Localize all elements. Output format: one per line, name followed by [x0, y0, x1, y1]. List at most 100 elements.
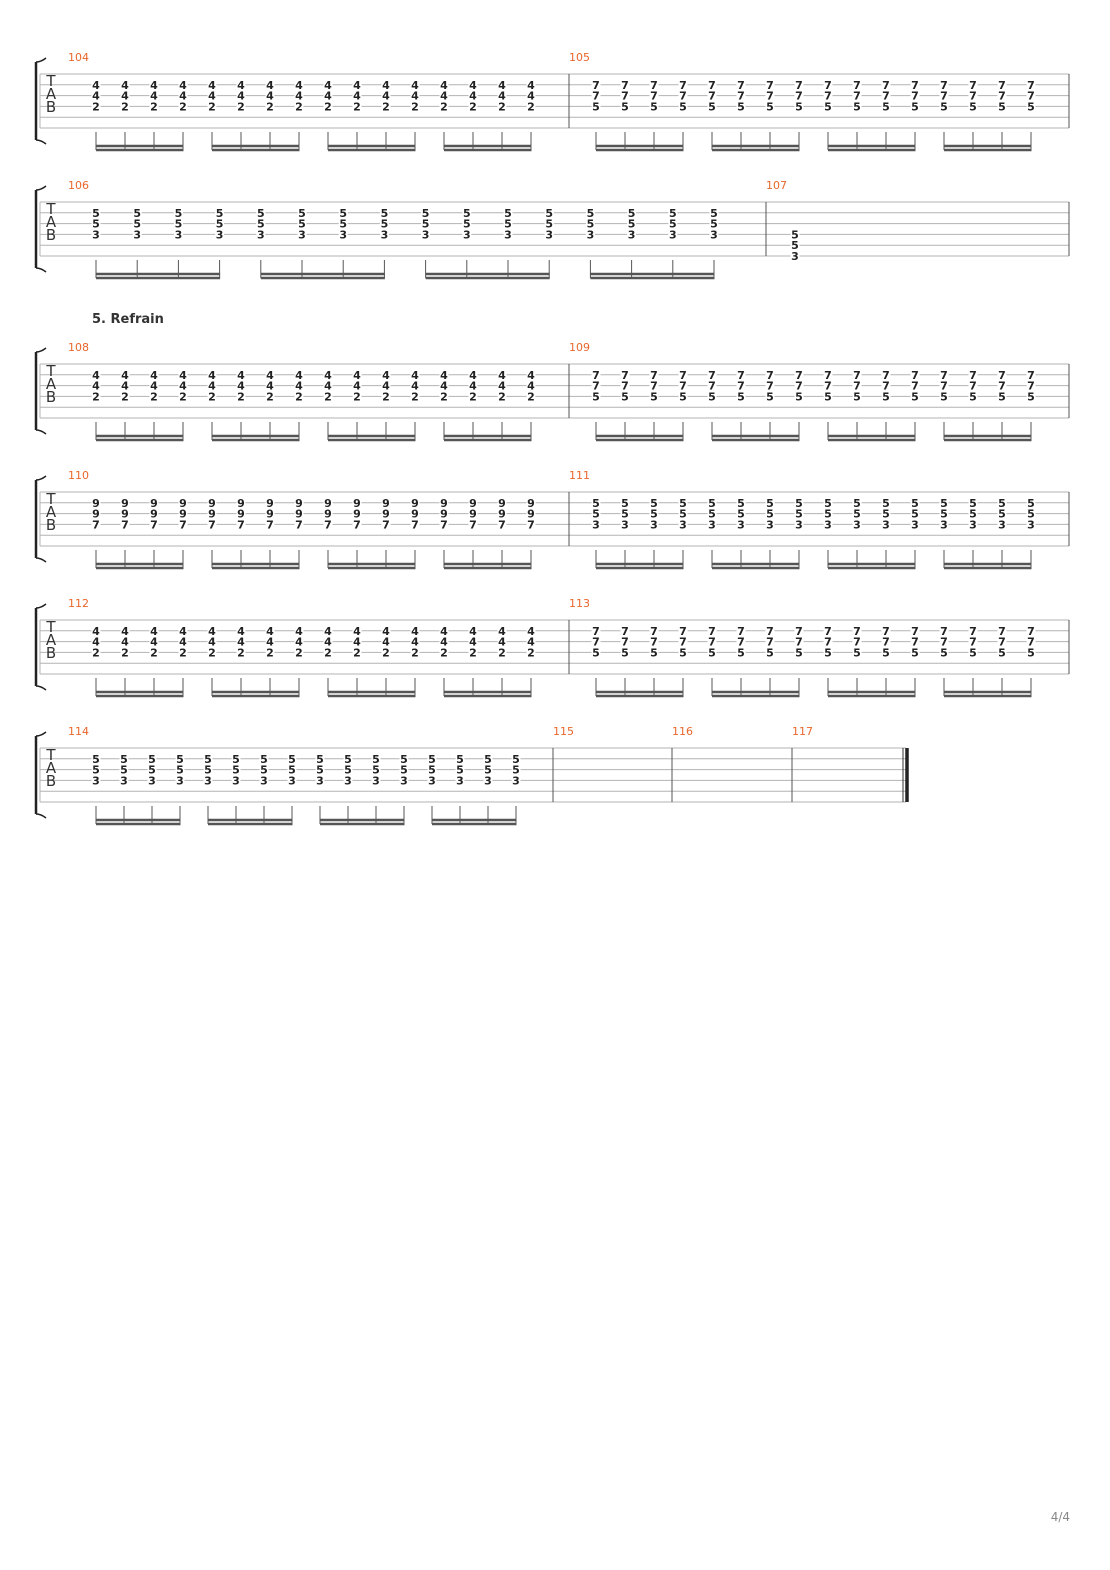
fret-backdrop [410, 625, 420, 637]
fret-backdrop [823, 380, 833, 392]
fret-backdrop [497, 90, 507, 102]
fret-number: 5 [545, 207, 553, 220]
fret-number: 7 [795, 90, 803, 103]
tab-clef-letter: B [46, 772, 56, 790]
fret-number: 7 [998, 625, 1006, 638]
fret-backdrop [790, 239, 800, 251]
fret-number: 7 [766, 636, 774, 649]
fret-backdrop [794, 636, 804, 648]
fret-backdrop [649, 90, 659, 102]
fret-backdrop [968, 646, 978, 658]
fret-backdrop [468, 636, 478, 648]
fret-number: 4 [382, 90, 390, 103]
fret-number: 2 [527, 100, 535, 113]
fret-number: 5 [456, 764, 464, 777]
fret-number: 3 [710, 228, 718, 241]
fret-backdrop [707, 380, 717, 392]
fret-number: 9 [121, 497, 129, 510]
fret-number: 7 [882, 625, 890, 638]
fret-number: 5 [940, 390, 948, 403]
fret-number: 2 [324, 100, 332, 113]
fret-number: 7 [382, 518, 390, 531]
fret-backdrop [823, 518, 833, 530]
fret-number: 4 [324, 369, 332, 382]
fret-backdrop [503, 218, 513, 230]
fret-number: 5 [969, 497, 977, 510]
fret-number: 5 [587, 207, 595, 220]
fret-backdrop [256, 218, 266, 230]
fret-number: 9 [92, 508, 100, 521]
fret-number: 5 [216, 218, 224, 231]
fret-backdrop [939, 518, 949, 530]
fret-number: 9 [237, 508, 245, 521]
fret-backdrop [678, 518, 688, 530]
fret-backdrop [294, 625, 304, 637]
fret-backdrop [511, 753, 521, 765]
fret-number: 5 [766, 646, 774, 659]
fret-number: 4 [237, 79, 245, 92]
fret-backdrop [352, 79, 362, 91]
fret-number: 4 [498, 90, 506, 103]
fret-backdrop [852, 636, 862, 648]
tab-system: TAB1065535535535535535535535535535535535… [34, 179, 1070, 280]
bar-number: 106 [68, 179, 89, 192]
fret-number: 3 [148, 774, 156, 787]
fret-backdrop [997, 369, 1007, 381]
fret-number: 7 [824, 380, 832, 393]
fret-number: 5 [708, 390, 716, 403]
fret-number: 5 [592, 646, 600, 659]
fret-number: 7 [650, 79, 658, 92]
fret-number: 4 [179, 90, 187, 103]
fret-backdrop [497, 508, 507, 520]
fret-number: 2 [121, 390, 129, 403]
fret-backdrop [794, 625, 804, 637]
fret-number: 5 [204, 764, 212, 777]
fret-number: 3 [288, 774, 296, 787]
fret-number: 5 [737, 508, 745, 521]
fret-backdrop [323, 369, 333, 381]
fret-backdrop [178, 625, 188, 637]
fret-number: 5 [204, 753, 212, 766]
fret-number: 4 [498, 79, 506, 92]
fret-number: 4 [411, 369, 419, 382]
fret-number: 5 [679, 497, 687, 510]
fret-number: 2 [498, 100, 506, 113]
fret-number: 5 [216, 207, 224, 220]
fret-backdrop [265, 369, 275, 381]
fret-number: 5 [1027, 497, 1035, 510]
fret-number: 7 [621, 79, 629, 92]
fret-backdrop [207, 100, 217, 112]
bar-number: 107 [766, 179, 787, 192]
fret-number: 3 [650, 518, 658, 531]
fret-backdrop [591, 79, 601, 91]
fret-backdrop [178, 646, 188, 658]
fret-number: 5 [148, 764, 156, 777]
fret-backdrop [997, 390, 1007, 402]
fret-backdrop [585, 228, 595, 240]
fret-number: 7 [1027, 90, 1035, 103]
fret-backdrop [1026, 508, 1036, 520]
fret-backdrop [173, 228, 183, 240]
fret-backdrop [997, 518, 1007, 530]
fret-backdrop [178, 380, 188, 392]
fret-number: 4 [353, 380, 361, 393]
fret-backdrop [823, 100, 833, 112]
tab-clef-letter: B [46, 516, 56, 534]
fret-backdrop [678, 380, 688, 392]
fret-number: 9 [179, 497, 187, 510]
fret-number: 7 [882, 90, 890, 103]
fret-backdrop [149, 497, 159, 509]
fret-number: 3 [998, 518, 1006, 531]
fret-number: 3 [339, 228, 347, 241]
tab-clef-letter: B [46, 98, 56, 116]
system-bracket-top [35, 731, 47, 737]
fret-number: 5 [92, 218, 100, 231]
fret-number: 7 [1027, 79, 1035, 92]
fret-number: 3 [456, 774, 464, 787]
fret-number: 5 [998, 646, 1006, 659]
fret-number: 3 [766, 518, 774, 531]
fret-backdrop [91, 508, 101, 520]
fret-backdrop [707, 100, 717, 112]
fret-backdrop [968, 625, 978, 637]
